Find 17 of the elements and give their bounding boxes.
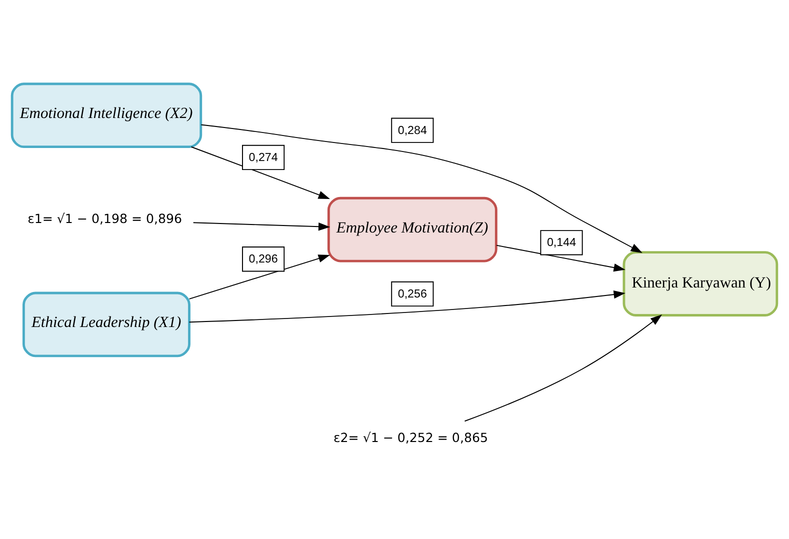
arrow <box>200 124 642 252</box>
edge-label: 0,256 <box>398 286 427 300</box>
arrow <box>188 290 626 322</box>
arrow <box>496 244 626 272</box>
edge-label: 0,296 <box>248 252 278 266</box>
edge-label: 0,284 <box>398 123 427 136</box>
arrow <box>192 222 330 230</box>
arrow <box>464 314 662 422</box>
node-box: Emotional Intelligence (X2) <box>10 82 202 148</box>
edge-label: 0,274 <box>248 150 278 164</box>
edge-label: 0,144 <box>546 236 576 249</box>
arrow <box>188 254 330 299</box>
node-box: Employee Motivation(Z) <box>327 196 498 262</box>
node-text: ε2= √1 − 0,252 = 0,865 <box>334 429 488 444</box>
node-text: ε1= √1 − 0,198 = 0,896 <box>28 210 182 226</box>
node-box: Kinerja Karyawan (Y) <box>622 250 778 316</box>
node-box: Ethical Leadership (X1) <box>22 291 190 357</box>
